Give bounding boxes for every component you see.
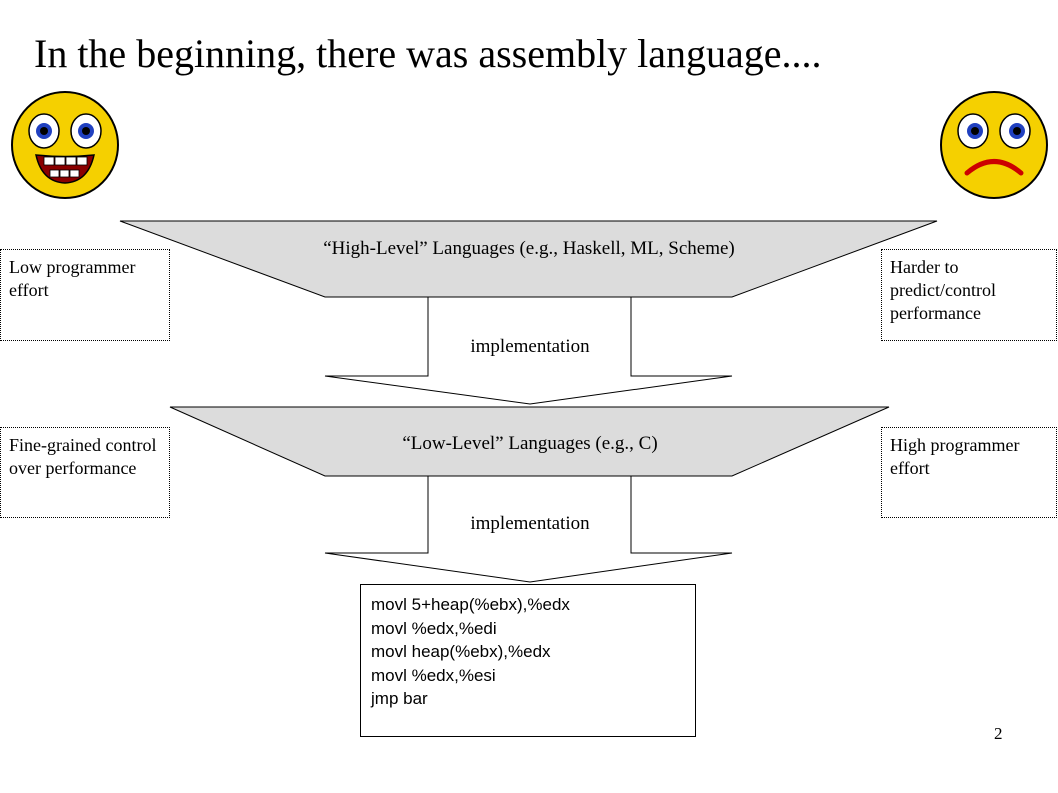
note-low-programmer-effort: Low programmer effort xyxy=(0,249,170,341)
implementation-label-1: implementation xyxy=(470,336,590,357)
low-level-label: “Low-Level” Languages (e.g., C) xyxy=(402,433,658,454)
implementation-label-2: implementation xyxy=(470,513,590,534)
code-line: jmp bar xyxy=(371,689,428,708)
code-line: movl heap(%ebx),%edx xyxy=(371,642,551,661)
note-fine-grained-control: Fine-grained control over performance xyxy=(0,427,170,518)
note-high-programmer-effort: High programmer effort xyxy=(881,427,1057,518)
implementation-arrow-2 xyxy=(324,475,733,583)
happy-smiley-icon xyxy=(11,91,119,199)
code-line: movl 5+heap(%ebx),%edx xyxy=(371,595,570,614)
low-level-funnel xyxy=(169,406,890,477)
code-line: movl %edx,%edi xyxy=(371,618,497,638)
sad-smiley-icon xyxy=(940,91,1048,199)
high-level-label: “High-Level” Languages (e.g., Haskell, M… xyxy=(323,238,735,259)
page-number: 2 xyxy=(994,724,1003,743)
implementation-arrow-1 xyxy=(324,296,733,405)
assembly-code-box: movl 5+heap(%ebx),%edx movl %edx,%edi mo… xyxy=(360,584,696,737)
page-title: In the beginning, there was assembly lan… xyxy=(34,31,822,76)
code-line: movl %edx,%esi xyxy=(371,665,496,685)
note-harder-to-predict: Harder to predict/control performance xyxy=(881,249,1057,341)
high-level-funnel xyxy=(119,220,938,298)
